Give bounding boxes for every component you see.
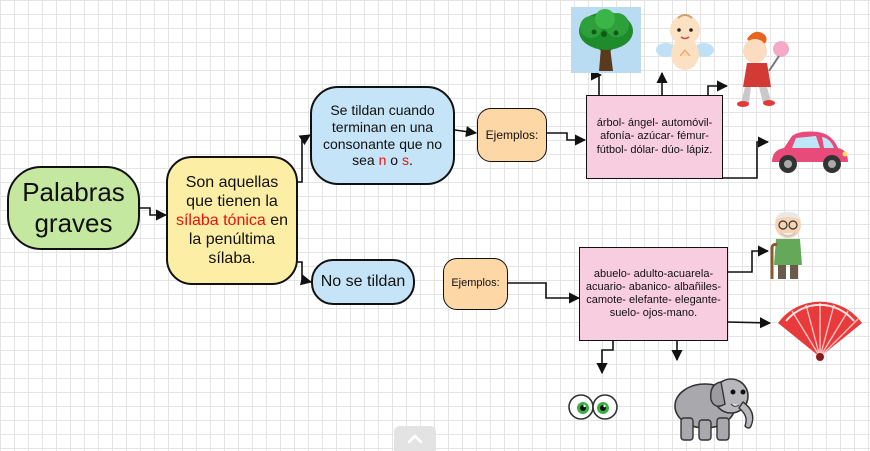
tilde-rule-node: Se tildan cuando terminan en una consona…	[310, 86, 455, 185]
tilde-rule-text: Se tildan cuando terminan en una consona…	[322, 102, 443, 169]
no-tilde-examples-box: abuelo- adulto-acuarela- acuario- abanic…	[579, 247, 728, 341]
scroll-up-button[interactable]	[394, 426, 436, 451]
no-tilde-examples-label: Ejemplos:	[443, 258, 508, 310]
no-tilde-rule-node: No se tildan	[311, 259, 415, 305]
title-node: Palabras graves	[7, 166, 140, 250]
chevron-up-icon	[407, 434, 423, 443]
tilde-examples-box: árbol- ángel- automóvil- afonía- azúcar-…	[586, 95, 723, 179]
title-text: Palabras graves	[22, 176, 125, 238]
elephant-icon	[674, 378, 754, 441]
rule-period: .	[408, 152, 413, 169]
tilde-examples-text: árbol- ángel- automóvil- afonía- azúcar-…	[596, 117, 713, 156]
tilde-examples-label: Ejemplos:	[477, 108, 547, 162]
no-tilde-examples-text: abuelo- adulto-acuarela- acuario- abanic…	[585, 267, 722, 320]
definition-highlight: sílaba tónica	[175, 211, 266, 229]
child-with-lollipop-icon	[737, 31, 789, 107]
definition-node: Son aquellas que tienen la sílaba tónica…	[166, 156, 298, 285]
definition-prefix: Son aquellas que tienen la	[185, 173, 279, 210]
definition-suffix: en la penúltima sílaba.	[188, 211, 289, 268]
definition-text: Son aquellas que tienen la sílaba tónica…	[174, 173, 290, 269]
letter-n: n	[378, 152, 387, 169]
eyes-icon	[568, 394, 618, 420]
grandfather-icon	[770, 211, 802, 279]
tilde-rule-prefix: Se tildan cuando terminan en una consona…	[322, 101, 443, 169]
hand-fan-icon	[778, 301, 862, 361]
car-icon	[772, 131, 848, 173]
letter-connector: o	[390, 152, 399, 169]
tree-icon	[571, 7, 641, 73]
letter-s: s	[401, 152, 409, 169]
tilde-examples-label-text: Ejemplos:	[485, 127, 539, 142]
no-tilde-examples-label-text: Ejemplos:	[451, 277, 500, 290]
angel-baby-icon	[656, 14, 714, 70]
no-tilde-rule-text: No se tildan	[320, 273, 406, 291]
